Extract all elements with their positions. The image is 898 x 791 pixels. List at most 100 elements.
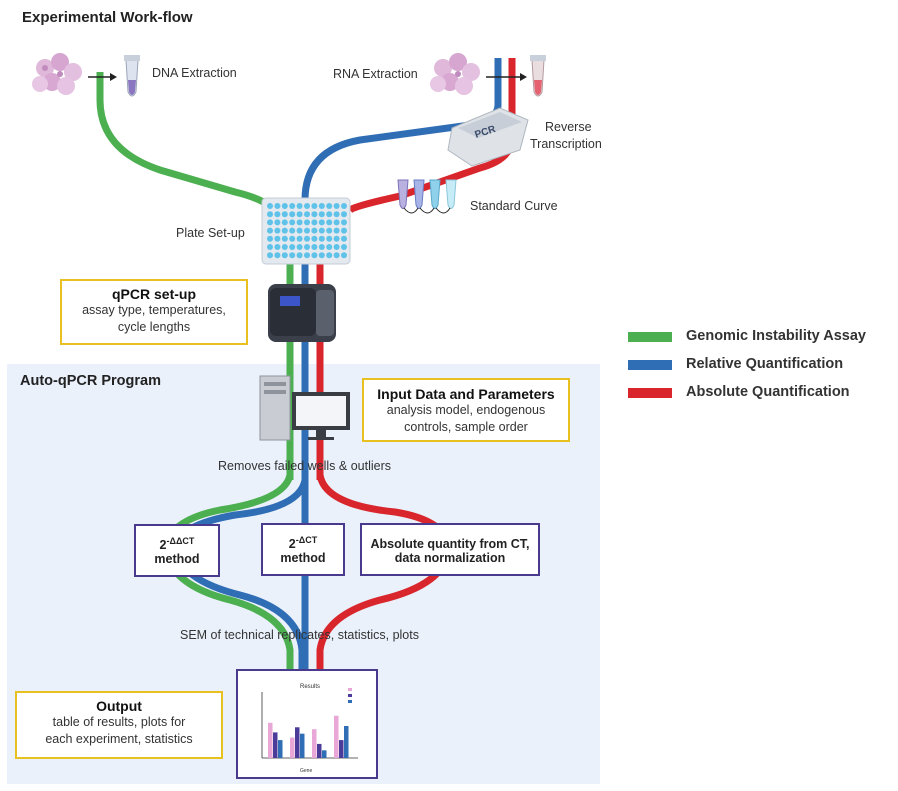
plate-well	[274, 203, 281, 209]
reverse-transcription-label-2: Transcription	[530, 137, 602, 151]
legend-swatch	[628, 360, 672, 370]
plate-well	[326, 211, 333, 218]
plate-well	[311, 244, 318, 250]
mini-chart-bar	[317, 743, 322, 758]
plate-well	[281, 227, 288, 234]
plate-well	[281, 235, 288, 242]
dct-word: method	[280, 551, 326, 566]
qpcr-setup-line1: assay type, temperatures,	[82, 303, 226, 317]
plate-well	[274, 227, 281, 234]
mini-chart-bar	[300, 733, 305, 758]
page-title: Experimental Work-flow	[22, 9, 193, 26]
ddct-sup: -ΔΔCT	[166, 536, 195, 546]
plate-well	[281, 203, 288, 209]
pcr-cycler-icon: PCR	[447, 107, 529, 167]
plate-well	[304, 244, 310, 250]
plate-well	[341, 203, 347, 209]
ddct-base: 2	[159, 538, 167, 553]
input-data-title: Input Data and Parameters	[377, 386, 555, 402]
plate-well	[289, 219, 296, 226]
mini-chart-title: Results	[300, 684, 320, 690]
plate-well	[267, 227, 273, 234]
mini-chart-bar	[312, 729, 317, 758]
plate-well	[274, 211, 281, 218]
plate-well	[333, 244, 340, 250]
plate-well	[311, 252, 318, 259]
plate-icon	[261, 197, 351, 265]
plate-well	[274, 235, 281, 242]
plate-well	[274, 219, 281, 226]
plate-well	[311, 219, 318, 226]
plate-well	[296, 219, 303, 226]
plate-well	[318, 203, 325, 209]
plate-well	[289, 203, 296, 209]
dct-base: 2	[288, 537, 296, 552]
rna-extraction-label: RNA Extraction	[333, 67, 418, 81]
plate-well	[333, 219, 340, 226]
plate-well	[296, 211, 303, 218]
sem-label: SEM of technical replicates, statistics,…	[180, 628, 419, 642]
ddct-word: method	[154, 552, 200, 567]
plate-well	[333, 227, 340, 234]
removes-outliers-label: Removes failed wells & outliers	[218, 459, 391, 473]
plate-well	[296, 244, 303, 250]
plate-well	[304, 235, 310, 242]
plate-well	[296, 252, 303, 259]
plate-well	[289, 244, 296, 250]
plate-setup-label: Plate Set-up	[176, 226, 245, 240]
plate-well	[304, 211, 310, 218]
input-data-box: Input Data and Parameters analysis model…	[362, 378, 570, 442]
plate-well	[289, 227, 296, 234]
plate-well	[318, 211, 325, 218]
plate-well	[289, 235, 296, 242]
plate-well	[311, 235, 318, 242]
plate-well	[281, 211, 288, 218]
mini-chart-bar	[278, 740, 283, 758]
abs-line2: data normalization	[394, 551, 506, 565]
tube-rna-icon	[530, 55, 546, 97]
mini-chart-bar	[334, 715, 339, 758]
plate-well	[281, 252, 288, 259]
plate-well	[341, 219, 347, 226]
plate-well	[341, 244, 347, 250]
plate-well	[311, 211, 318, 218]
plate-well	[326, 252, 333, 259]
plate-well	[267, 211, 273, 218]
plate-well	[333, 203, 340, 209]
plate-well	[318, 252, 325, 259]
qpcr-setup-box: qPCR set-up assay type, temperatures, cy…	[60, 279, 248, 345]
plate-well	[311, 203, 318, 209]
results-mini-chart: Results Gene	[236, 669, 378, 779]
standard-curve-tubes-icon	[397, 179, 457, 214]
tube-dna-icon	[124, 55, 140, 97]
plate-well	[326, 219, 333, 226]
arrow-dna-icon	[88, 73, 117, 81]
plate-well	[318, 244, 325, 250]
computer-icon	[259, 375, 350, 441]
output-box: Output table of results, plots for each …	[15, 691, 223, 759]
legend-label: Genomic Instability Assay	[686, 328, 866, 344]
plate-well	[318, 235, 325, 242]
output-line1: table of results, plots for	[52, 715, 186, 729]
plate-well	[296, 227, 303, 234]
cells-rna-icon	[430, 53, 480, 95]
output-line2: each experiment, statistics	[45, 732, 193, 746]
plate-well	[274, 244, 281, 250]
mini-chart-bar	[273, 732, 278, 758]
plate-well	[267, 203, 273, 209]
legend-label: Absolute Quantification	[686, 384, 850, 400]
plate-well	[318, 227, 325, 234]
dct-sup: -ΔCT	[295, 535, 318, 545]
ddct-method-box: 2-ΔΔCT method	[134, 524, 220, 577]
plate-well	[304, 227, 310, 234]
plate-well	[289, 252, 296, 259]
abs-line1: Absolute quantity from CT,	[370, 537, 530, 551]
plate-well	[267, 244, 273, 250]
dct-method-box: 2-ΔCT method	[261, 523, 345, 576]
plate-well	[281, 219, 288, 226]
qpcr-machine-icon	[268, 284, 336, 342]
plate-well	[296, 235, 303, 242]
plate-well	[304, 203, 310, 209]
plate-well	[333, 211, 340, 218]
arrow-rna-icon	[486, 73, 527, 81]
